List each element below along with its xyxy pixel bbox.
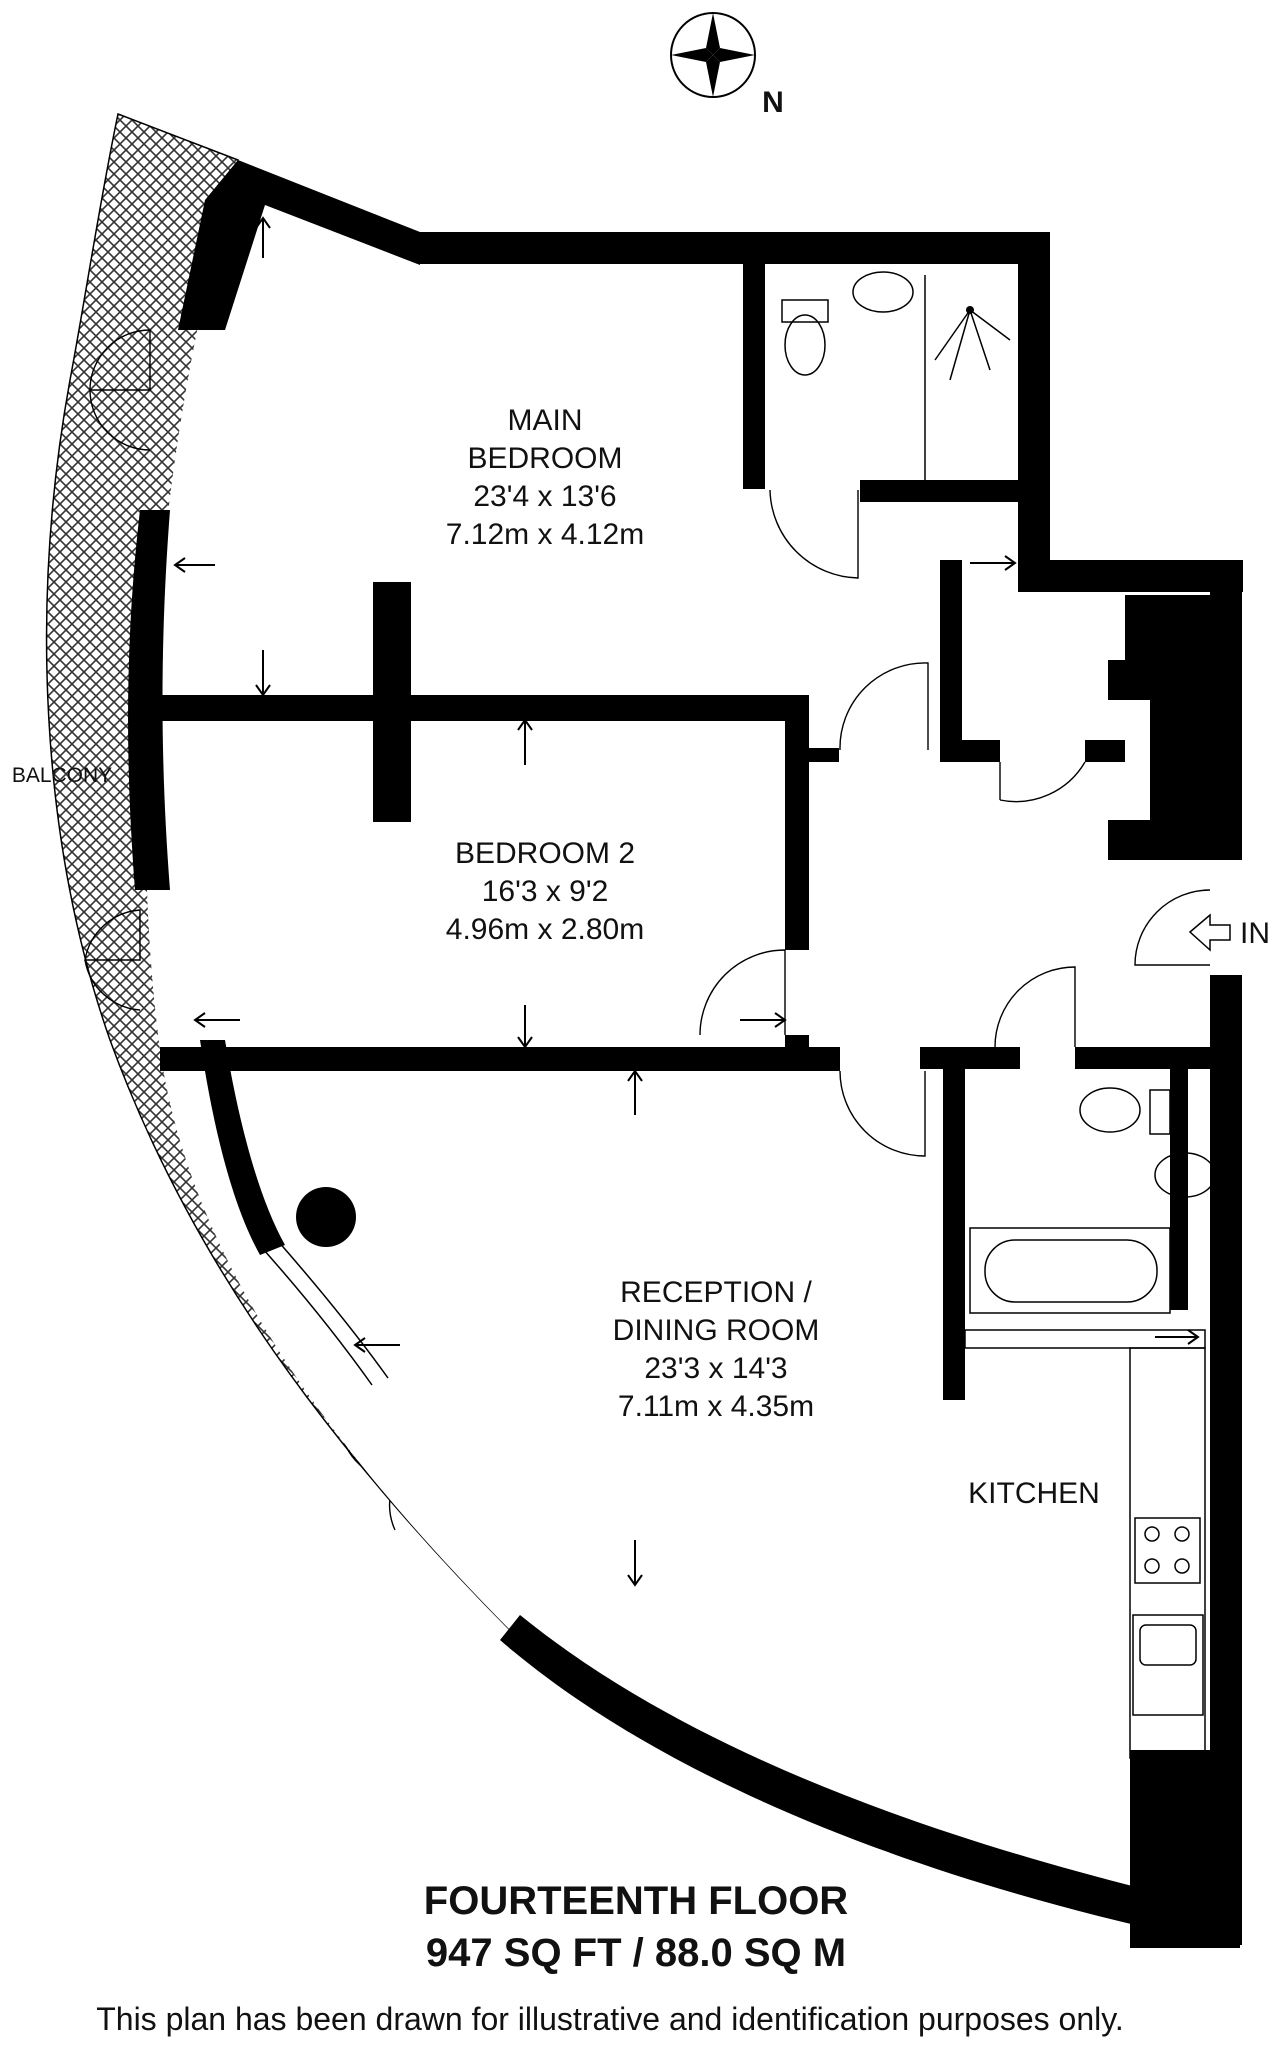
- main-bedroom-imperial: 23'4 x 13'6: [473, 480, 616, 513]
- reception-metric: 7.11m x 4.35m: [618, 1390, 814, 1423]
- compass-icon: [670, 12, 756, 98]
- floor-title: FOURTEENTH FLOOR: [424, 1879, 849, 1923]
- floor-area: 947 SQ FT / 88.0 SQ M: [426, 1931, 846, 1975]
- bedroom2-metric: 4.96m x 2.80m: [446, 913, 644, 946]
- main-bedroom-line2: BEDROOM: [467, 442, 622, 475]
- reception-line2: DINING ROOM: [613, 1314, 820, 1347]
- column: [296, 1187, 356, 1247]
- kitchen-label: KITCHEN: [968, 1477, 1100, 1510]
- bathroom-fixtures: [969, 1087, 1216, 1314]
- balcony-label: BALCONY: [12, 764, 112, 787]
- main-bedroom-line1: MAIN: [508, 404, 583, 437]
- internal-doors: [699, 489, 1211, 1157]
- ensuite-fixtures: [781, 271, 1011, 480]
- main-bedroom-metric: 7.12m x 4.12m: [446, 518, 644, 551]
- bedroom2-imperial: 16'3 x 9'2: [482, 875, 609, 908]
- disclaimer: This plan has been drawn for illustrativ…: [96, 2001, 1124, 2037]
- entrance-label: IN: [1240, 917, 1270, 950]
- reception-imperial: 23'3 x 14'3: [644, 1352, 787, 1385]
- reception-line1: RECEPTION /: [620, 1276, 812, 1309]
- kitchen-fittings: [964, 1329, 1206, 1759]
- walls: [128, 160, 1243, 1948]
- compass-north-label: N: [762, 86, 784, 119]
- entrance-arrow-icon: [1188, 913, 1231, 952]
- bedroom2-name: BEDROOM 2: [455, 837, 635, 870]
- dimension-arrows: [173, 216, 1200, 1587]
